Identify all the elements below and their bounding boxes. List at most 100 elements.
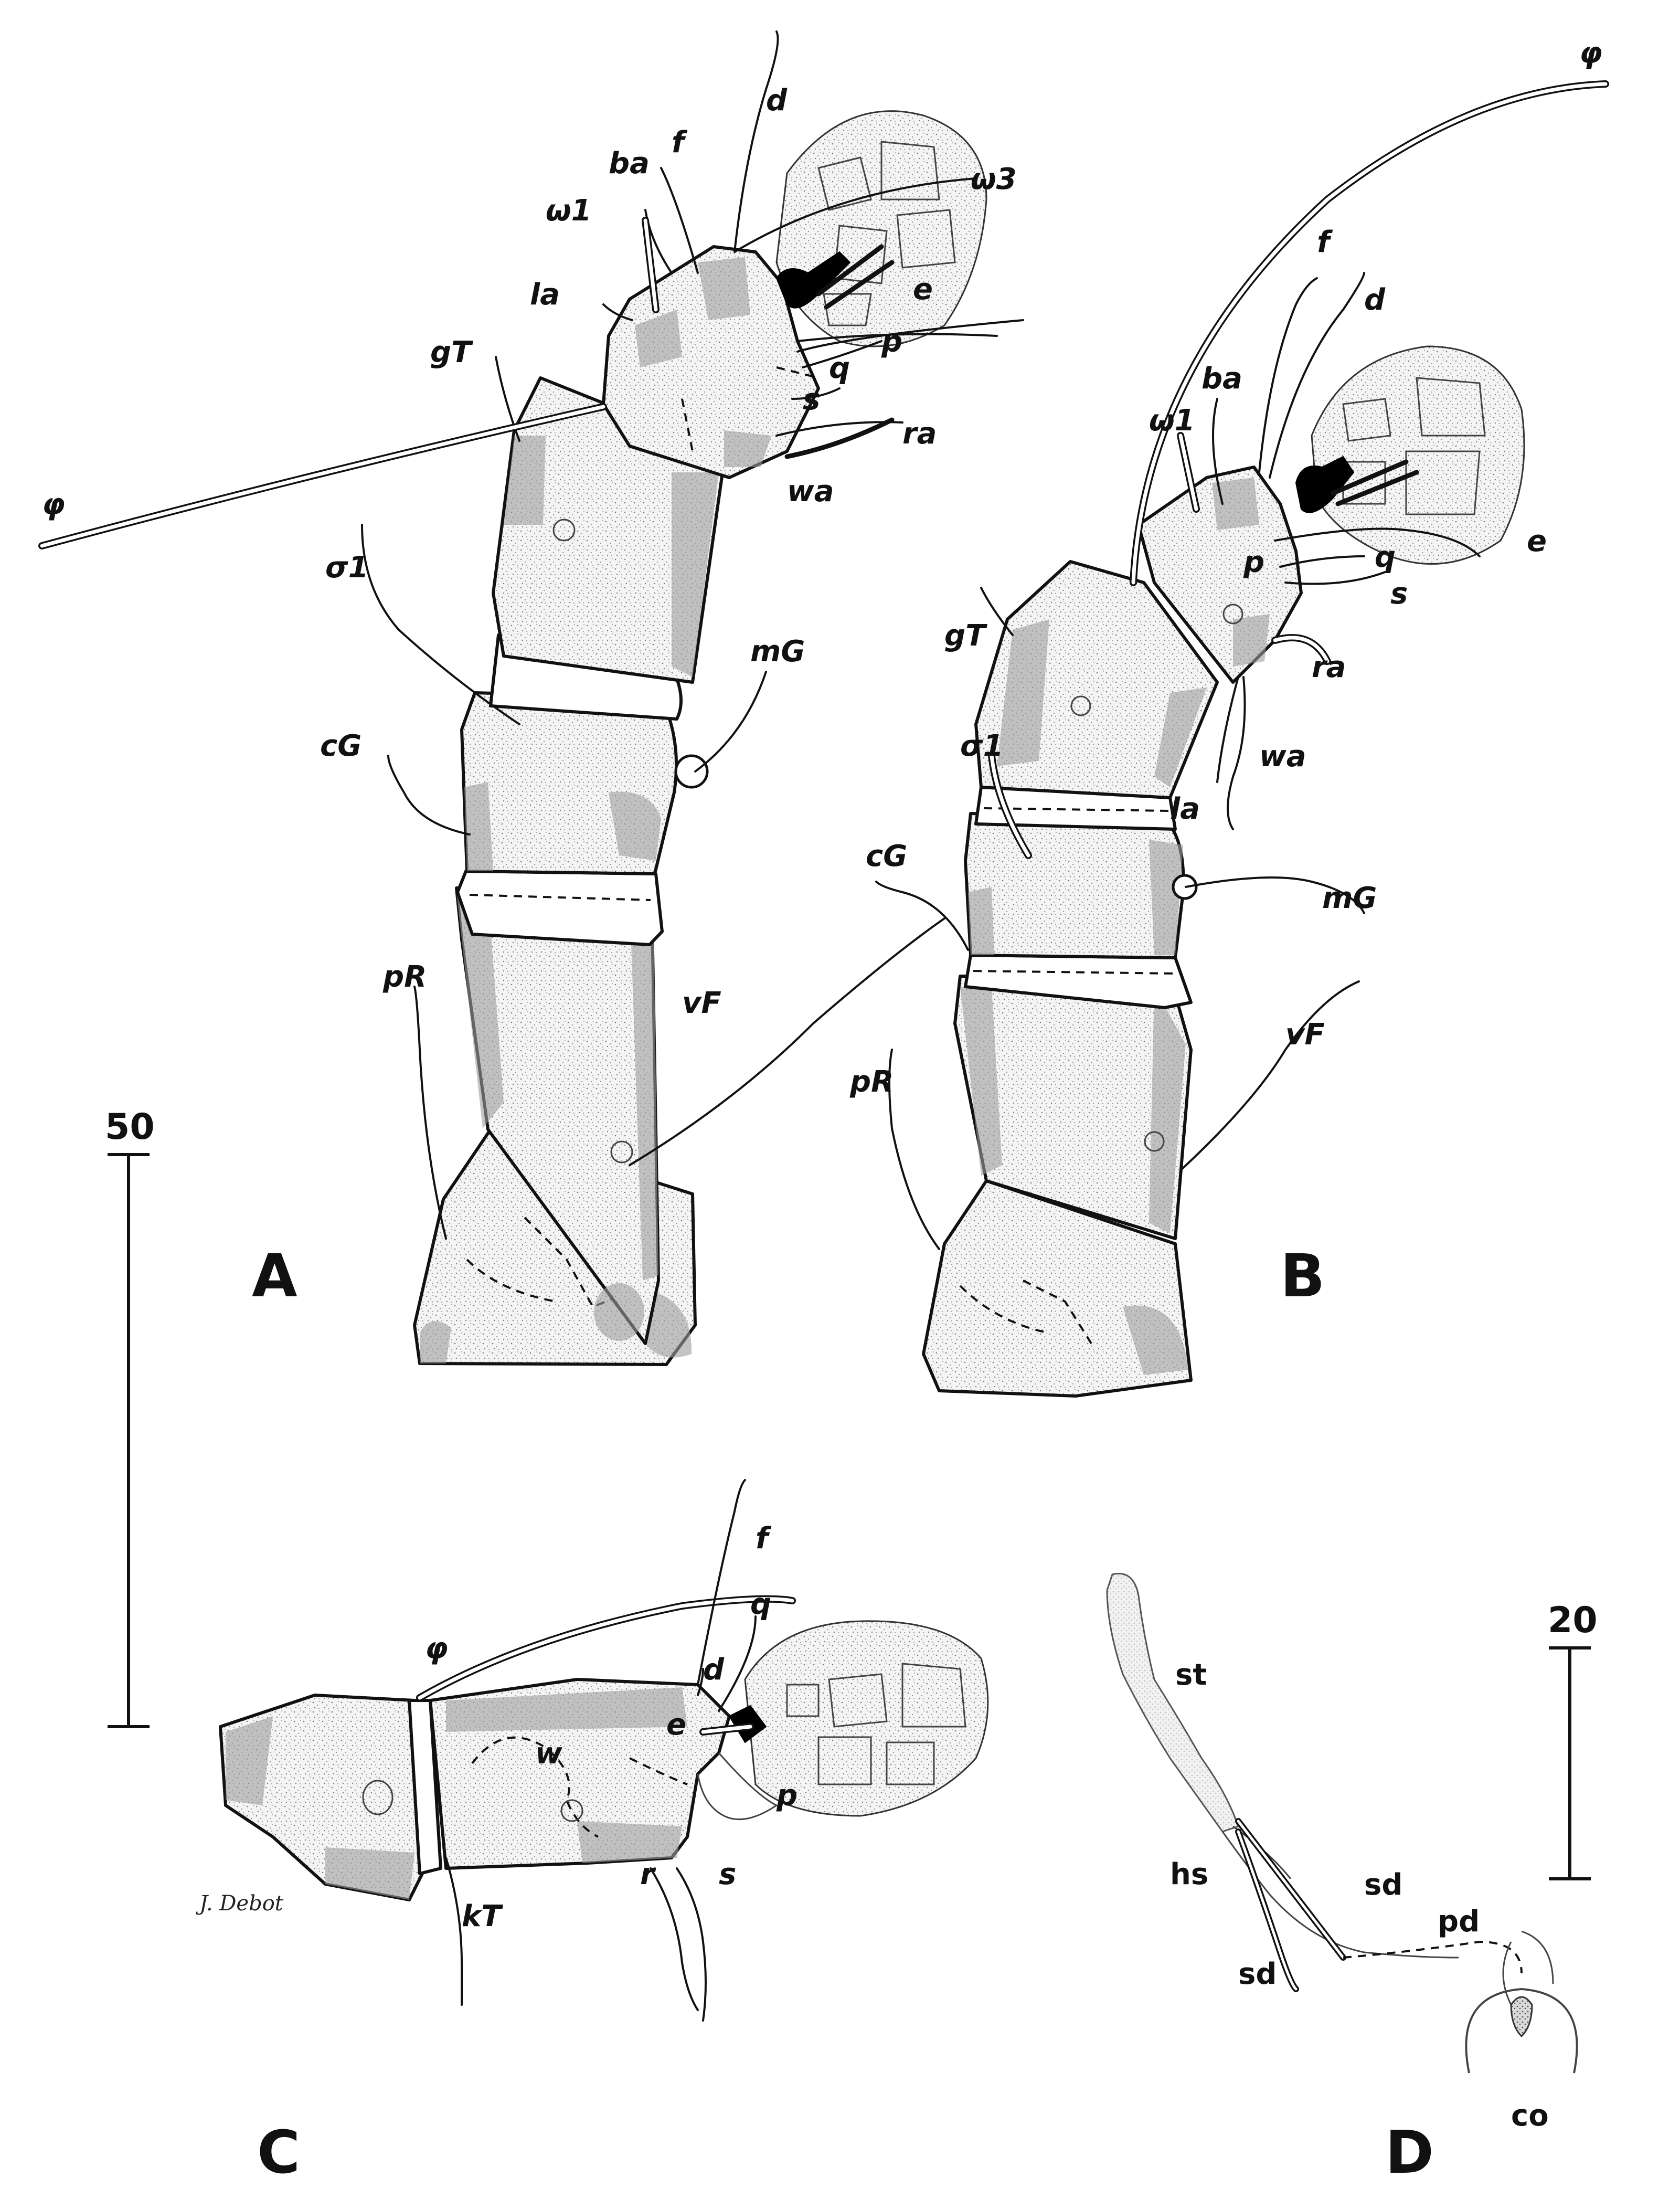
panel-b-label-f: f bbox=[1317, 225, 1333, 259]
panel-c-labels: f q φ d e w p r s kT bbox=[425, 1521, 798, 1933]
panel-a-seta-s bbox=[791, 387, 841, 400]
panel-b-seta-wa bbox=[1227, 676, 1246, 830]
panel-c-label-kT: kT bbox=[462, 1899, 503, 1933]
panel-b-label-omega1: ω1 bbox=[1149, 404, 1195, 438]
panel-c-seta-f bbox=[697, 1479, 746, 1686]
panel-b-seta-pR bbox=[888, 1049, 940, 1250]
panel-b-drawing bbox=[875, 80, 1609, 1398]
panel-b-label-e: e bbox=[1527, 524, 1547, 558]
panel-c-letter: C bbox=[257, 2119, 300, 2187]
panel-c-label-e: e bbox=[666, 1708, 686, 1742]
panel-d-sperm-duct-2 bbox=[1237, 1830, 1298, 1991]
panel-b-claw bbox=[1295, 456, 1355, 513]
panel-b-label-mG: mG bbox=[1322, 881, 1377, 915]
panel-c-label-d: d bbox=[703, 1653, 725, 1687]
panel-b-seta-ba bbox=[1212, 398, 1224, 505]
panel-b-label-pR: pR bbox=[849, 1065, 894, 1099]
panel-a-label-e: e bbox=[913, 272, 933, 306]
panel-a-label-la: la bbox=[530, 278, 560, 312]
panel-a-label-p: p bbox=[881, 325, 902, 359]
panel-b-seta-d bbox=[1269, 272, 1365, 479]
panel-b-seta-cG bbox=[875, 881, 969, 951]
panel-a-seta-ba bbox=[644, 209, 673, 274]
panel-a-label-omega3: ω3 bbox=[971, 162, 1017, 196]
panel-a-solenidion-omega3 bbox=[733, 177, 977, 253]
panel-a-seta-wa bbox=[784, 417, 895, 459]
panel-d-copulatory-opening bbox=[1465, 1987, 1578, 2074]
panel-b-seta-e bbox=[1274, 527, 1481, 557]
panel-a-label-phi: φ bbox=[42, 488, 65, 522]
panel-c-label-q: q bbox=[750, 1587, 771, 1621]
panel-b-labels: φ f d ba ω1 p q e s gT ra σ1 wa la cG mG… bbox=[849, 36, 1602, 1099]
panel-b-letter: B bbox=[1280, 1242, 1325, 1310]
panel-a-label-cG: cG bbox=[320, 729, 361, 763]
panel-b-seta-q bbox=[1279, 555, 1365, 568]
panel-c-seta-d bbox=[697, 1668, 704, 1696]
panel-d-label-sd-upper: sd bbox=[1364, 1868, 1402, 1902]
panel-a-seta-la bbox=[602, 303, 633, 321]
panel-a-solenidion-phi bbox=[40, 405, 605, 548]
panel-a-solenidion-sigma1 bbox=[361, 524, 520, 725]
panel-a-label-sigma1: σ1 bbox=[325, 551, 369, 585]
panel-d-label-co: co bbox=[1511, 2099, 1549, 2133]
panel-b-seta-ra bbox=[1273, 636, 1330, 663]
panel-b-label-d: d bbox=[1364, 283, 1386, 317]
panel-c-seta-e bbox=[701, 1725, 752, 1734]
scale-bar-large: 50 bbox=[105, 1106, 155, 1728]
panel-a-label-vF: vF bbox=[682, 986, 721, 1020]
panel-b-seta-s bbox=[1284, 571, 1386, 585]
scale-bar-small-value: 20 bbox=[1548, 1600, 1598, 1641]
panel-b-solenidion-sigma1 bbox=[990, 754, 1030, 858]
panel-d-drawing bbox=[1106, 1572, 1578, 2074]
panel-a-solenidion-omega1 bbox=[643, 218, 658, 312]
panel-b-seta-gT bbox=[980, 587, 1014, 636]
panel-c-label-s: s bbox=[719, 1857, 736, 1891]
panel-c-label-w: w bbox=[535, 1737, 562, 1771]
panel-a-seta-gT bbox=[495, 356, 520, 442]
panel-a-label-d: d bbox=[766, 83, 788, 118]
panel-b-solenidion-phi bbox=[1131, 82, 1608, 585]
panel-b-seta-vF bbox=[1179, 980, 1360, 1171]
panel-b-label-ra: ra bbox=[1312, 650, 1346, 684]
panel-c-drawing bbox=[219, 1479, 989, 2022]
panel-b-label-sigma1: σ1 bbox=[960, 729, 1004, 763]
panel-a-claw bbox=[775, 251, 851, 309]
panel-c-label-p: p bbox=[776, 1779, 798, 1813]
panel-b-label-wa: wa bbox=[1259, 739, 1306, 774]
panel-a-seta-cG bbox=[387, 755, 471, 836]
panel-b-label-ba: ba bbox=[1201, 362, 1242, 396]
panel-c-seta-r bbox=[650, 1867, 699, 2011]
panel-b-label-phi: φ bbox=[1579, 36, 1602, 70]
panel-b-label-la: la bbox=[1170, 792, 1200, 826]
panel-d-label-pd: pd bbox=[1438, 1905, 1480, 1939]
panel-b-label-gT: gT bbox=[944, 619, 987, 653]
panel-a-label-s: s bbox=[803, 383, 820, 417]
panel-b-seta-la bbox=[1216, 676, 1239, 783]
panel-b-label-cG: cG bbox=[866, 839, 907, 873]
panel-d-label-hs: hs bbox=[1170, 1857, 1208, 1891]
panel-b-label-s: s bbox=[1390, 577, 1408, 611]
panel-a-label-q: q bbox=[829, 351, 850, 385]
panel-c-label-f: f bbox=[756, 1521, 772, 1556]
panel-b-seta-f bbox=[1258, 277, 1318, 473]
panel-c-seta-q bbox=[718, 1615, 757, 1712]
panel-a-label-ra: ra bbox=[902, 417, 937, 451]
panel-c-seta-s bbox=[676, 1867, 707, 2022]
panel-b-label-vF: vF bbox=[1285, 1018, 1325, 1052]
panel-d-spermatheca-stalk bbox=[1106, 1572, 1239, 1833]
scale-bar-small: 20 bbox=[1548, 1600, 1598, 1880]
panel-c-pulvillus bbox=[744, 1620, 989, 1817]
panel-c-label-r: r bbox=[640, 1857, 656, 1891]
panel-a-seta-p bbox=[796, 319, 1024, 353]
panel-b-genu bbox=[964, 812, 1185, 959]
panel-c-label-phi: φ bbox=[425, 1632, 448, 1666]
scale-bar-large-value: 50 bbox=[105, 1106, 155, 1148]
panel-a-label-gT: gT bbox=[430, 335, 473, 369]
panel-b-trochanter bbox=[922, 1179, 1193, 1398]
panel-b-label-p: p bbox=[1243, 545, 1264, 579]
panel-a-label-ba: ba bbox=[609, 146, 650, 181]
panel-c-solenidion-phi bbox=[418, 1597, 794, 1700]
panel-a-seta-mG bbox=[694, 671, 767, 773]
